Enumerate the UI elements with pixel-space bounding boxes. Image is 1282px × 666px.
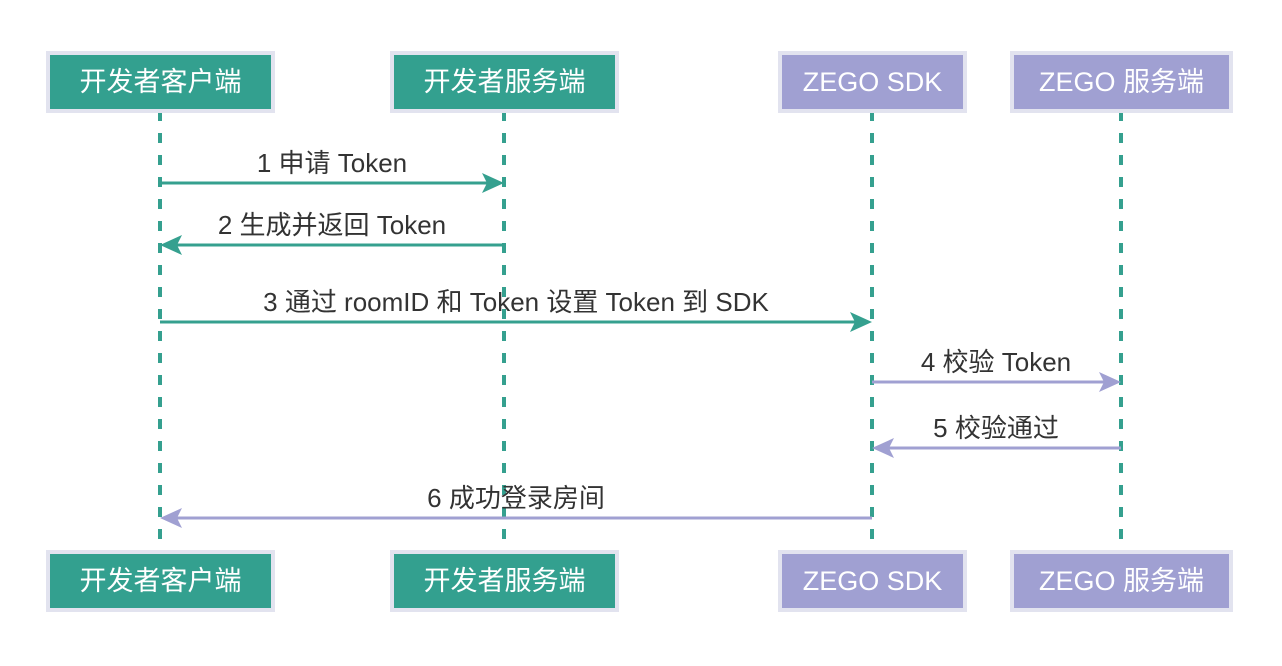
message-6[interactable]: 6 成功登录房间: [160, 483, 872, 528]
message-1-label: 1 申请 Token: [257, 148, 407, 178]
participant-label-zego-server-top: ZEGO 服务端: [1039, 67, 1204, 97]
participant-label-zego-server-bottom: ZEGO 服务端: [1039, 566, 1204, 596]
message-5-label: 5 校验通过: [933, 413, 1059, 443]
participant-label-developer-client-bottom: 开发者客户端: [80, 566, 242, 596]
arrowhead-right-icon: [482, 173, 504, 193]
participant-label-developer-server-top: 开发者服务端: [424, 67, 586, 97]
participant-box-developer-client-bottom[interactable]: 开发者客户端: [46, 550, 275, 612]
message-3-label: 3 通过 roomID 和 Token 设置 Token 到 SDK: [263, 287, 769, 317]
participant-box-developer-client-top[interactable]: 开发者客户端: [46, 51, 275, 113]
arrowhead-left-icon: [160, 508, 182, 528]
message-2[interactable]: 2 生成并返回 Token: [160, 210, 504, 255]
participant-box-zego-server-top[interactable]: ZEGO 服务端: [1010, 51, 1233, 113]
participant-box-zego-server-bottom[interactable]: ZEGO 服务端: [1010, 550, 1233, 612]
message-4-label: 4 校验 Token: [921, 347, 1071, 377]
arrowhead-left-icon: [160, 235, 182, 255]
message-5[interactable]: 5 校验通过: [872, 413, 1121, 458]
message-4[interactable]: 4 校验 Token: [872, 347, 1121, 392]
message-3[interactable]: 3 通过 roomID 和 Token 设置 Token 到 SDK: [160, 287, 872, 332]
message-6-label: 6 成功登录房间: [427, 483, 605, 513]
participant-label-zego-sdk-top: ZEGO SDK: [803, 67, 943, 97]
participant-label-developer-client-top: 开发者客户端: [80, 67, 242, 97]
message-2-label: 2 生成并返回 Token: [218, 210, 446, 240]
arrowhead-right-icon: [1099, 372, 1121, 392]
participant-box-zego-sdk-top[interactable]: ZEGO SDK: [778, 51, 967, 113]
arrowhead-right-icon: [850, 312, 872, 332]
participant-boxes-top: 开发者客户端 开发者服务端 ZEGO SDK ZEGO 服务端: [46, 51, 1233, 113]
participant-box-developer-server-top[interactable]: 开发者服务端: [390, 51, 619, 113]
message-1[interactable]: 1 申请 Token: [160, 148, 504, 193]
participant-label-developer-server-bottom: 开发者服务端: [424, 566, 586, 596]
participant-box-zego-sdk-bottom[interactable]: ZEGO SDK: [778, 550, 967, 612]
participant-boxes-bottom: 开发者客户端 开发者服务端 ZEGO SDK ZEGO 服务端: [46, 550, 1233, 612]
participant-box-developer-server-bottom[interactable]: 开发者服务端: [390, 550, 619, 612]
arrowhead-left-icon: [872, 438, 894, 458]
participant-label-zego-sdk-bottom: ZEGO SDK: [803, 566, 943, 596]
messages-group: 1 申请 Token 2 生成并返回 Token 3 通过 roomID 和 T…: [160, 148, 1121, 528]
